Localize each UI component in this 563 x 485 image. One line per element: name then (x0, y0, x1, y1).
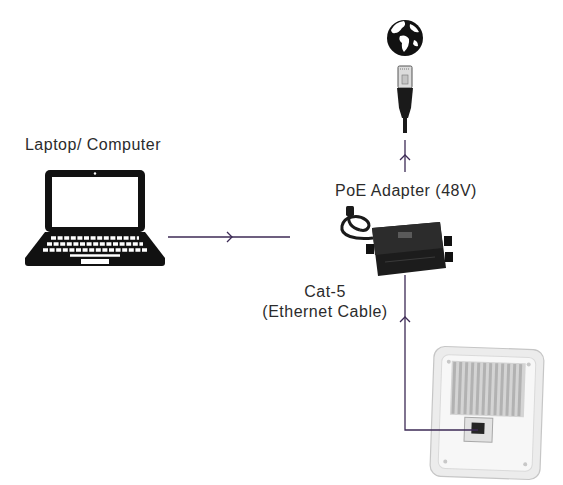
uplink-wire (400, 140, 410, 172)
access-point (430, 346, 544, 480)
node-title: Laptop/ Computer (18, 135, 168, 155)
laptop-icon (25, 170, 165, 266)
laptop-node: Laptop/ Computer (18, 135, 168, 268)
node-title: PoE Adapter (48V) (290, 181, 522, 201)
connector-line (168, 236, 290, 237)
connector (168, 232, 290, 242)
globe-icon (387, 20, 423, 56)
adapter-node: PoE Adapter (48V) (290, 181, 522, 292)
cable-label: Cat-5 (Ethernet Cable) (262, 283, 387, 320)
wrap-spacer (259, 282, 285, 294)
ap-wire (400, 275, 478, 430)
wrap-spacer (365, 282, 391, 294)
label-box: Cat-5 (Ethernet Cable) (259, 282, 391, 322)
rj45-cable (397, 66, 413, 133)
poe-adapter (342, 206, 453, 276)
arrow-head (227, 232, 232, 242)
